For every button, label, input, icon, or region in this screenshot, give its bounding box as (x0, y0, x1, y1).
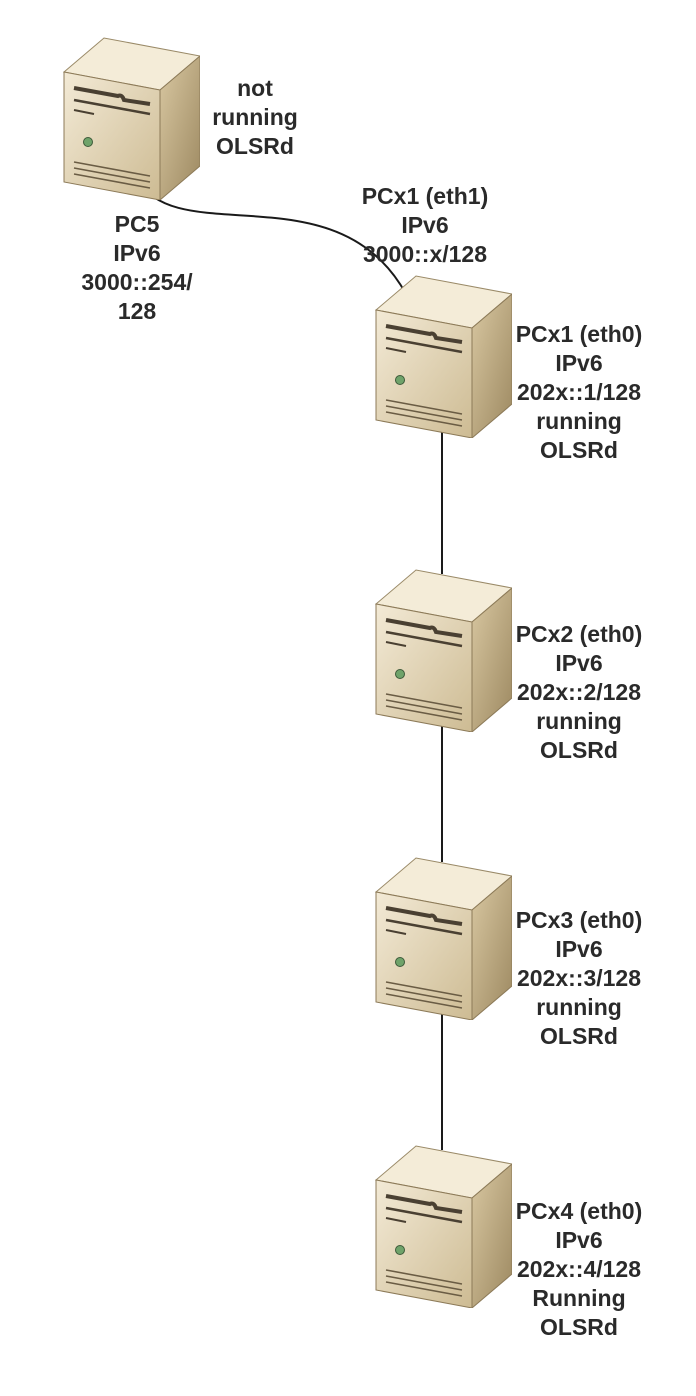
pcx4-eth0-line-4: Running (532, 1285, 626, 1311)
pcx2-eth0-line-5: OLSRd (540, 737, 618, 763)
pcx2-eth0-line-1: PCx2 (eth0) (515, 621, 643, 647)
pc5-server-icon (62, 36, 200, 200)
pcx1-server-icon (374, 274, 512, 438)
pcx3-eth0-line-2: IPv6 (555, 936, 603, 962)
pcx4-eth0-line-3: 202x::4/128 (516, 1256, 642, 1282)
pcx3-eth0-line-1: PCx3 (eth0) (515, 907, 643, 933)
pcx1-eth1-line-3: 3000::x/128 (362, 241, 488, 267)
pcx4-server-icon (374, 1144, 512, 1308)
pcx1-eth0-line-3: 202x::1/128 (516, 379, 642, 405)
pcx4-eth0-line-1: PCx4 (eth0) (515, 1198, 643, 1224)
pcx2-server-icon (374, 568, 512, 732)
pcx1-eth0-line-2: IPv6 (555, 350, 603, 376)
pcx1-eth1-line-2: IPv6 (401, 212, 449, 238)
pc5-line-1: PC5 (114, 211, 160, 237)
pcx2-eth0-line-4: running (536, 708, 622, 734)
pcx1-eth1-line-1: PCx1 (eth1) (361, 183, 489, 209)
link-pc5-pcx1 (137, 179, 407, 295)
pcx3-eth0-line-5: OLSRd (540, 1023, 618, 1049)
pc5-status-line-2: running (212, 104, 298, 130)
pcx1-eth0-line-1: PCx1 (eth0) (515, 321, 643, 347)
pcx3-eth0-line-4: running (536, 994, 622, 1020)
pcx3-server-icon (374, 856, 512, 1020)
pcx4-eth0-line-2: IPv6 (555, 1227, 603, 1253)
pcx2-eth0-line-3: 202x::2/128 (516, 679, 642, 705)
network-links (137, 179, 443, 1150)
pc5-line-2: IPv6 (113, 240, 161, 266)
pcx3-eth0-line-3: 202x::3/128 (516, 965, 642, 991)
pc5-status-line-1: not (237, 75, 273, 101)
pcx2-eth0-line-2: IPv6 (555, 650, 603, 676)
pc5-line-3: 3000::254/ (81, 269, 193, 295)
pcx1-eth0-line-5: OLSRd (540, 437, 618, 463)
pc5-line-4: 128 (117, 298, 157, 324)
pcx4-eth0-line-5: OLSRd (540, 1314, 618, 1340)
pcx1-eth0-line-4: running (536, 408, 622, 434)
pc5-status-line-3: OLSRd (216, 133, 294, 159)
